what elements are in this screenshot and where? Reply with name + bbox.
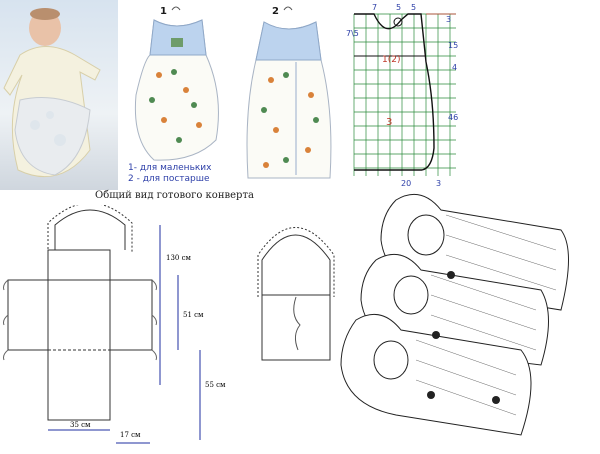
sleeping-sack-large: 2 [236,0,346,185]
dim-51: 51 см [183,311,204,319]
dim-55: 55 см [205,381,226,389]
grid-bottom-3: 3 [436,179,441,188]
grid-top-5b: 5 [411,3,416,12]
dim-17: 17 см [120,431,141,439]
size-legend: 1- для маленьких 2 - для постарше [128,163,248,185]
grid-part-1-2: 1(2) [382,55,400,65]
grid-top-5a: 5 [396,3,401,12]
sack-number-1: 1 [160,6,167,17]
baby-in-sleeping-bag-image [3,8,101,178]
grid-top-3: 3 [446,15,451,24]
grid-right-15: 15 [448,41,458,50]
dim-130: 130 см [166,254,192,262]
dim-35: 35 см [70,421,91,429]
legend-line-2: 2 - для постарше [128,174,210,184]
envelope-front-view [250,215,350,385]
figure-title: Общий вид готового конверта [95,190,254,201]
grid-right-4: 4 [452,63,457,72]
grid-part-3: 3 [386,117,392,128]
sack-number-2: 2 [272,6,279,17]
baby-photo [0,0,118,190]
grid-bottom-20: 20 [401,179,411,188]
flat-pattern-diagram: 130 см 51 см 55 см 35 см 17 см [0,202,230,450]
grid-right-46: 46 [448,113,458,122]
grid-top-7: 7 [372,3,377,12]
quilted-envelopes-sketch [336,190,600,450]
pattern-grid: 7 5 5 3 7\5 15 4 46 1(2) 3 20 3 [346,0,462,192]
grid-left-75: 7\5 [346,29,359,38]
legend-line-1: 1- для маленьких [128,163,212,173]
sleeping-sack-small: 1 [124,0,234,165]
